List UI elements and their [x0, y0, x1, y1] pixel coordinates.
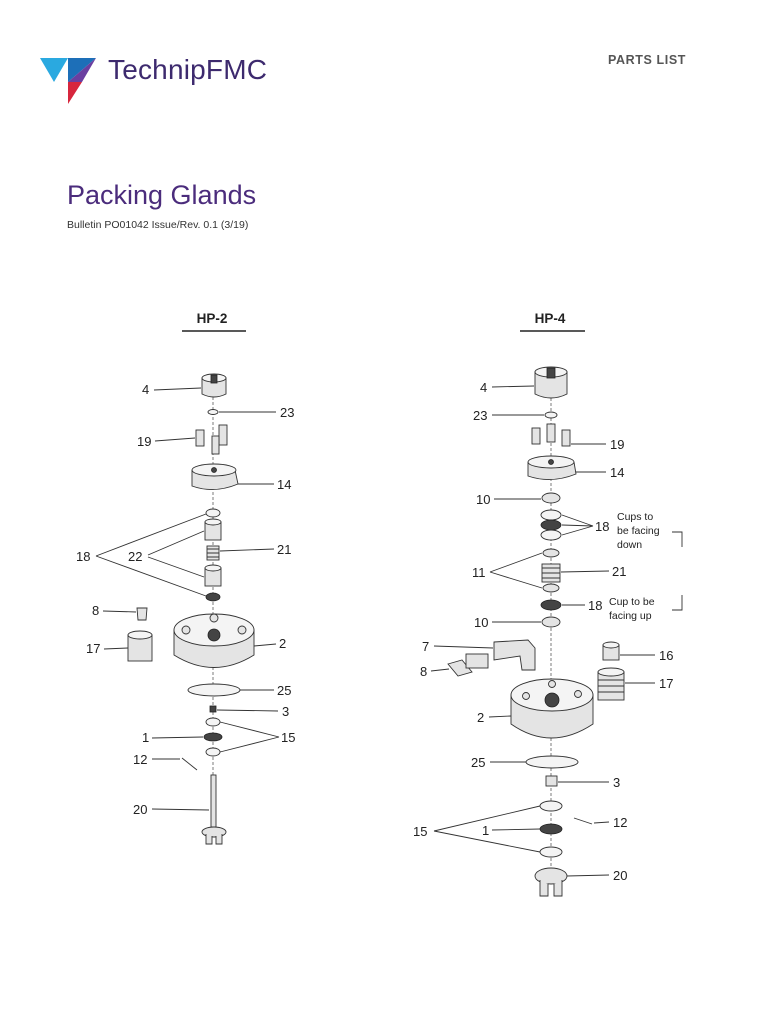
callout-hp2-callouts-c17: 17 — [86, 641, 100, 656]
callout-hp4-callouts-c3: 3 — [613, 775, 620, 790]
callout-hp2-callouts-c2: 2 — [279, 636, 286, 651]
callout-hp2-callouts-c12: 12 — [133, 752, 147, 767]
callout-hp4-callouts-c7: 7 — [422, 639, 429, 654]
callout-hp2-callouts-c20: 20 — [133, 802, 147, 817]
hp2-part-bolt — [195, 429, 205, 447]
callout-hp2-callouts-c3: 3 — [282, 704, 289, 719]
hp2-part-stem — [210, 774, 217, 828]
callout-hp4-callouts-c25: 25 — [471, 755, 485, 770]
callout-hp4-callouts-c14: 14 — [610, 465, 624, 480]
hp4-diagram: HP-4 — [413, 311, 683, 897]
hp4-heading: HP-4 — [535, 311, 566, 326]
callout-hp4-callouts-c8: 8 — [420, 664, 427, 679]
bulletin-info: Bulletin PO01042 Issue/Rev. 0.1 (3/19) — [67, 219, 249, 231]
hp2-part-fitting — [136, 607, 148, 621]
hp2-part-gasket — [187, 683, 241, 697]
callout-hp2-callouts-c8: 8 — [92, 603, 99, 618]
exploded-parts-diagram: HP-2 — [76, 311, 683, 897]
callout-hp4-callouts-c11: 11 — [472, 565, 486, 580]
callout-hp2-callouts-c15: 15 — [281, 730, 295, 745]
callout-hp4-callouts-c15: 15 — [413, 824, 427, 839]
callout-hp4-callouts-c18a: 18 — [595, 519, 609, 534]
callout-hp4-callouts-c20: 20 — [613, 868, 627, 883]
callout-hp4-notes-cup_up-0: Cup to be — [609, 596, 655, 608]
hp2-part-cap — [201, 377, 227, 398]
callout-hp2-callouts-c1: 1 — [142, 730, 149, 745]
callout-hp2-callouts-c22: 22 — [128, 549, 142, 564]
logo-mark-icon — [40, 58, 96, 104]
page-header: TechnipFMC PARTS LIST — [0, 0, 768, 120]
hp2-part-washer — [207, 409, 219, 415]
callout-hp4-callouts-c21: 21 — [612, 564, 626, 579]
callout-hp4-callouts-c17: 17 — [659, 676, 673, 691]
callout-hp4-callouts-c2: 2 — [477, 710, 484, 725]
callout-hp4-callouts-c10a: 10 — [476, 492, 490, 507]
callout-hp4-notes-cup_up-1: facing up — [609, 610, 652, 622]
hp2-diagram: HP-2 — [76, 311, 295, 845]
callout-hp4-callouts-c4: 4 — [480, 380, 487, 395]
document-type-label: PARTS LIST — [608, 53, 686, 67]
callout-hp4-callouts-c23: 23 — [473, 408, 487, 423]
brand-name: TechnipFMC — [108, 54, 268, 85]
technipfmc-logo: TechnipFMC — [40, 52, 320, 108]
hp4-part-elbow — [493, 639, 536, 671]
callout-hp4-callouts-c18b: 18 — [588, 598, 602, 613]
callout-hp4-callouts-c19: 19 — [610, 437, 624, 452]
callout-hp2-callouts-c21: 21 — [277, 542, 291, 557]
callout-hp2-callouts-c25: 25 — [277, 683, 291, 698]
callout-hp4-callouts-c16: 16 — [659, 648, 673, 663]
callout-hp2-callouts-c4: 4 — [142, 382, 149, 397]
callout-hp4-callouts-c10b: 10 — [474, 615, 488, 630]
callout-hp2-callouts-c19: 19 — [137, 434, 151, 449]
callout-hp2-callouts-c14: 14 — [277, 477, 291, 492]
callout-hp4-notes-cups_down-0: Cups to — [617, 511, 653, 523]
callout-hp2-callouts-c23: 23 — [280, 405, 294, 420]
callout-hp4-notes-cups_down-1: be facing — [617, 525, 660, 537]
hp4-part-cap — [534, 371, 568, 399]
hp2-part-ring-top — [205, 508, 221, 518]
page-title: Packing Glands — [67, 180, 257, 210]
callout-hp4-notes-cups_down-2: down — [617, 539, 642, 551]
callout-hp4-callouts-c1: 1 — [482, 823, 489, 838]
callout-hp2-callouts-c18: 18 — [76, 549, 90, 564]
hp2-heading: HP-2 — [197, 311, 228, 326]
callout-hp4-callouts-c12: 12 — [613, 815, 627, 830]
